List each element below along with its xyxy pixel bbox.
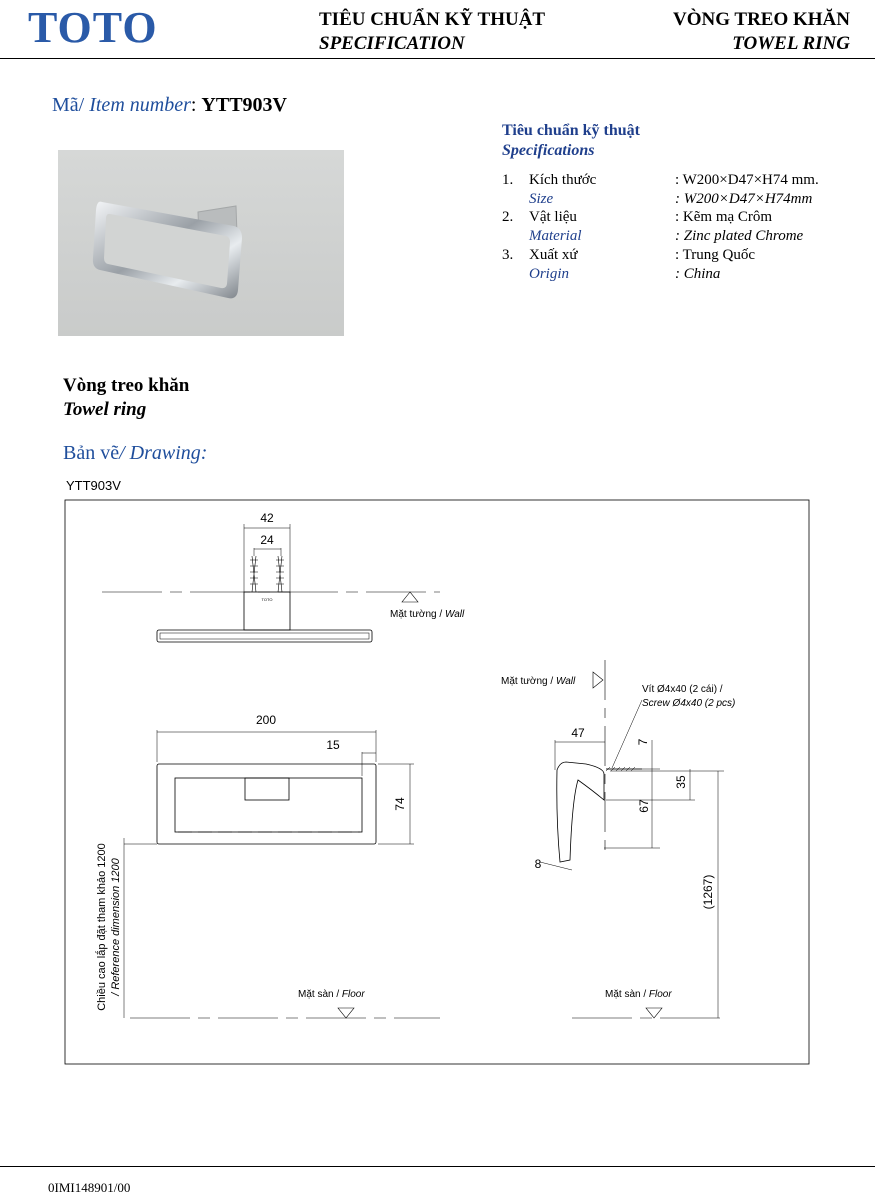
spec-row-size-vi: 1. Kích thước : W200×D47×H74 mm. xyxy=(502,171,819,190)
spec-value: : W200×D47×H74mm xyxy=(675,190,813,207)
header-product-en: TOWEL RING xyxy=(732,33,850,54)
toto-logo: TOTO xyxy=(28,3,158,52)
item-number-line: Mã/ Item number: YTT903V xyxy=(52,94,287,117)
header-title-vi: TIÊU CHUẨN KỸ THUẬT xyxy=(319,9,546,30)
dim-height: 74 xyxy=(393,797,407,811)
specs-title-en: Specifications xyxy=(502,142,595,159)
spec-value: : Trung Quốc xyxy=(675,246,756,263)
spec-key: Kích thước xyxy=(529,172,597,188)
spec-value: : W200×D47×H74 mm. xyxy=(675,172,819,188)
description-vi: Vòng treo khăn xyxy=(63,375,190,396)
footer-divider xyxy=(0,1166,875,1167)
spec-value: : China xyxy=(675,265,721,282)
spec-value: : Kẽm mạ Crôm xyxy=(675,209,773,226)
header-title-en: SPECIFICATION xyxy=(319,33,465,54)
drawing-frame xyxy=(64,499,810,1065)
spec-key: Xuất xứ xyxy=(529,246,578,263)
spec-row-origin-en: Origin : China xyxy=(502,265,819,284)
spec-row-origin-vi: 3. Xuất xứ : Trung Quốc xyxy=(502,246,819,265)
spec-key: Vật liệu xyxy=(529,209,577,226)
ring-front-view xyxy=(156,763,377,845)
specs-title-vi: Tiêu chuẩn kỹ thuật xyxy=(502,122,640,139)
dim-wall-span: 67 xyxy=(637,799,651,813)
wall-marker-side xyxy=(592,671,604,689)
header-product-vi: VÒNG TREO KHĂN xyxy=(672,9,850,30)
floor-marker-front xyxy=(337,1007,355,1019)
ref-height-en: / Reference dimension 1200 xyxy=(110,857,122,996)
header-spec-title: TIÊU CHUẨN KỸ THUẬT SPECIFICATION xyxy=(319,8,545,56)
item-number: YTT903V xyxy=(201,94,287,116)
drawing-label-vi: Bản vẽ xyxy=(63,442,120,464)
ring-top-view xyxy=(156,629,373,643)
dim-screw-gap: 7 xyxy=(636,738,650,745)
specs-title: Tiêu chuẩn kỹ thuật Specifications xyxy=(502,121,640,161)
screw-label-vi: Vít Ø4x40 (2 cái) / xyxy=(642,684,723,695)
dim-screw-to-top: 35 xyxy=(674,775,688,789)
wall-label-side: Mặt tường / Wall xyxy=(501,676,576,687)
screw-label-en: Screw Ø4x40 (2 pcs) xyxy=(642,698,735,709)
mount-front xyxy=(244,777,290,801)
spec-row-material-vi: 2. Vật liệu : Kẽm mạ Crôm xyxy=(502,208,819,227)
dim-depth: 47 xyxy=(571,726,585,740)
spec-row-size-en: Size : W200×D47×H74mm xyxy=(502,190,819,209)
ref-height-vi: Chiều cao lắp đặt tham khảo 1200 xyxy=(95,843,108,1011)
screw-top-right xyxy=(276,555,284,593)
dim-slant: 8 xyxy=(535,857,542,871)
product-description: Vòng treo khăn Towel ring xyxy=(63,374,189,422)
spec-num: 2. xyxy=(502,209,514,226)
spec-key: Material xyxy=(529,228,582,245)
spec-num: 1. xyxy=(502,172,514,188)
specs-list: 1. Kích thước : W200×D47×H74 mm. Size : W20… xyxy=(502,171,819,283)
item-label-vi: Mã/ xyxy=(52,94,90,116)
spec-key: Size xyxy=(529,190,554,207)
dim-offset: 15 xyxy=(326,738,340,752)
description-en: Towel ring xyxy=(63,399,147,420)
drawing-label-en: / Drawing: xyxy=(119,442,208,464)
toto-mark: TOTO xyxy=(262,597,273,602)
floor-marker-side xyxy=(645,1007,663,1019)
spec-value: : Zinc plated Chrome xyxy=(675,228,804,245)
header-divider xyxy=(0,58,875,59)
document-number: 0IMI148901/00 xyxy=(48,1180,131,1195)
dim-width: 200 xyxy=(256,713,276,727)
floor-label-side: Mặt sàn / Floor xyxy=(605,989,672,1000)
wall-label-top: Mặt tường / Wall xyxy=(390,609,465,620)
dim-floor-height: (1267) xyxy=(701,875,715,910)
dim-top-inner: 24 xyxy=(260,533,274,547)
spec-key: Origin xyxy=(529,265,570,282)
ring-front-inner xyxy=(174,777,363,833)
wall-marker-top xyxy=(401,591,419,603)
ring-side-view xyxy=(556,761,605,863)
drawing-heading: Bản vẽ/ Drawing: xyxy=(63,442,207,465)
spec-row-material-en: Material : Zinc plated Chrome xyxy=(502,227,819,246)
dim-top-outer: 42 xyxy=(260,511,274,525)
header-product-title: VÒNG TREO KHĂN TOWEL RING xyxy=(673,8,850,56)
product-photo xyxy=(58,150,344,336)
screw-top-left xyxy=(250,555,258,593)
item-sep: : xyxy=(190,94,202,116)
spec-num: 3. xyxy=(502,246,514,263)
drawing-code: YTT903V xyxy=(66,478,121,493)
item-label-en: Item number xyxy=(89,94,191,116)
floor-label-front: Mặt sàn / Floor xyxy=(298,989,365,1000)
towel-ring-image xyxy=(92,201,242,299)
